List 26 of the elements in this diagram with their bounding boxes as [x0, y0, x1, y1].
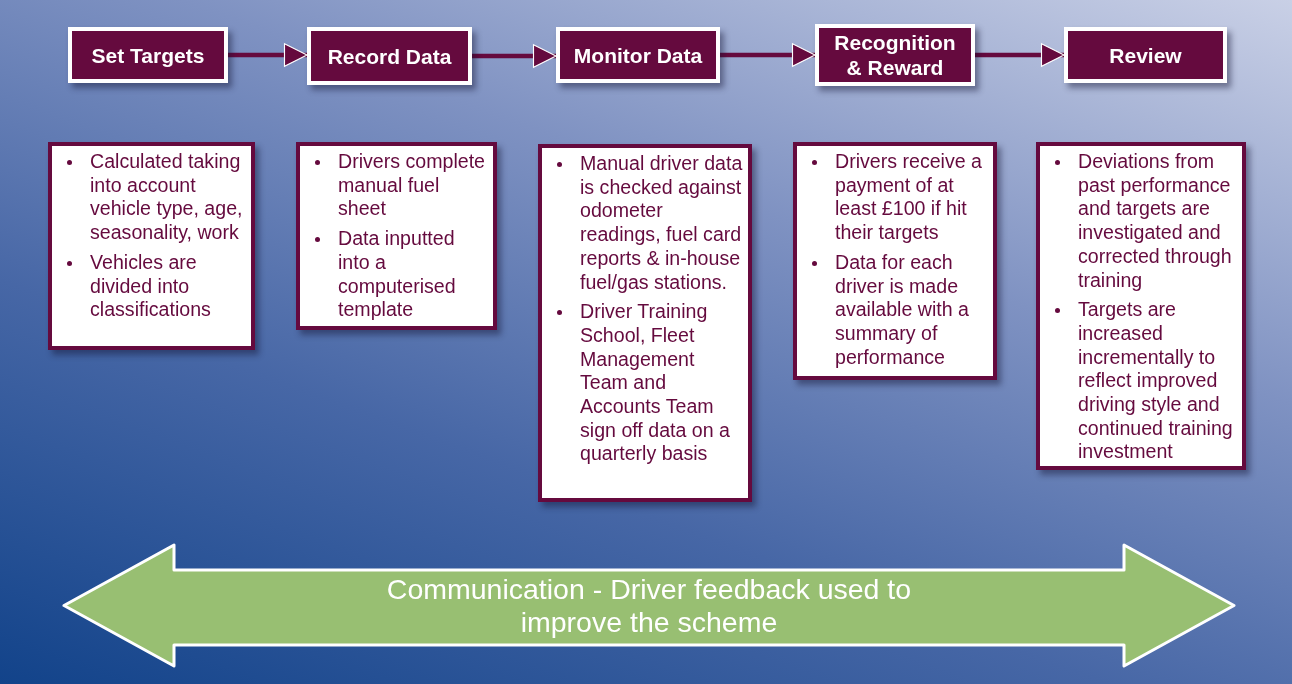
- bullet-text: Deviations from past performance and targets are investigated and corrected through training: [1078, 150, 1233, 293]
- detail-box: [1036, 142, 1246, 470]
- bullet-text: Data inputted into a computerised template: [338, 227, 457, 322]
- bullet-text: Targets are increased incrementally to reflect improved driving style and continued training investment: [1078, 298, 1234, 465]
- detail-box: [538, 144, 752, 502]
- arrow: [472, 44, 557, 68]
- double-arrow-banner: [62, 543, 1236, 668]
- step-box: Monitor Data: [556, 27, 720, 83]
- bullet-text: Data for each driver is made available with a summary of performance: [835, 250, 970, 370]
- detail-box: [296, 142, 497, 330]
- step-box: Review: [1064, 27, 1227, 83]
- step-box: Set Targets: [68, 27, 228, 83]
- step-box: Recognition & Reward: [815, 24, 975, 86]
- bullet-text: Vehicles are divided into classifications: [90, 250, 212, 322]
- bullet-text: Drivers receive a payment of at least £100 if hit their targets: [835, 150, 983, 245]
- arrow: [720, 43, 816, 67]
- detail-box: [48, 142, 255, 350]
- detail-box: [793, 142, 997, 380]
- bullet-text: Calculated taking into account vehicle type, age, seasonality, work: [90, 150, 244, 245]
- arrow: [228, 43, 308, 67]
- bullet-text: Manual driver data is checked against odometer readings, fuel card reports & in-house fuel/gas stations.: [580, 152, 744, 295]
- banner-text: Communication - Driver feedback used to improve the scheme: [385, 572, 913, 639]
- arrow: [975, 43, 1065, 67]
- bullet-text: Drivers complete manual fuel sheet: [338, 150, 486, 222]
- bullet-text: Driver Training School, Fleet Management Team and Accounts Team sign off data on a quarterly basis: [580, 300, 731, 467]
- step-box: Record Data: [307, 27, 472, 85]
